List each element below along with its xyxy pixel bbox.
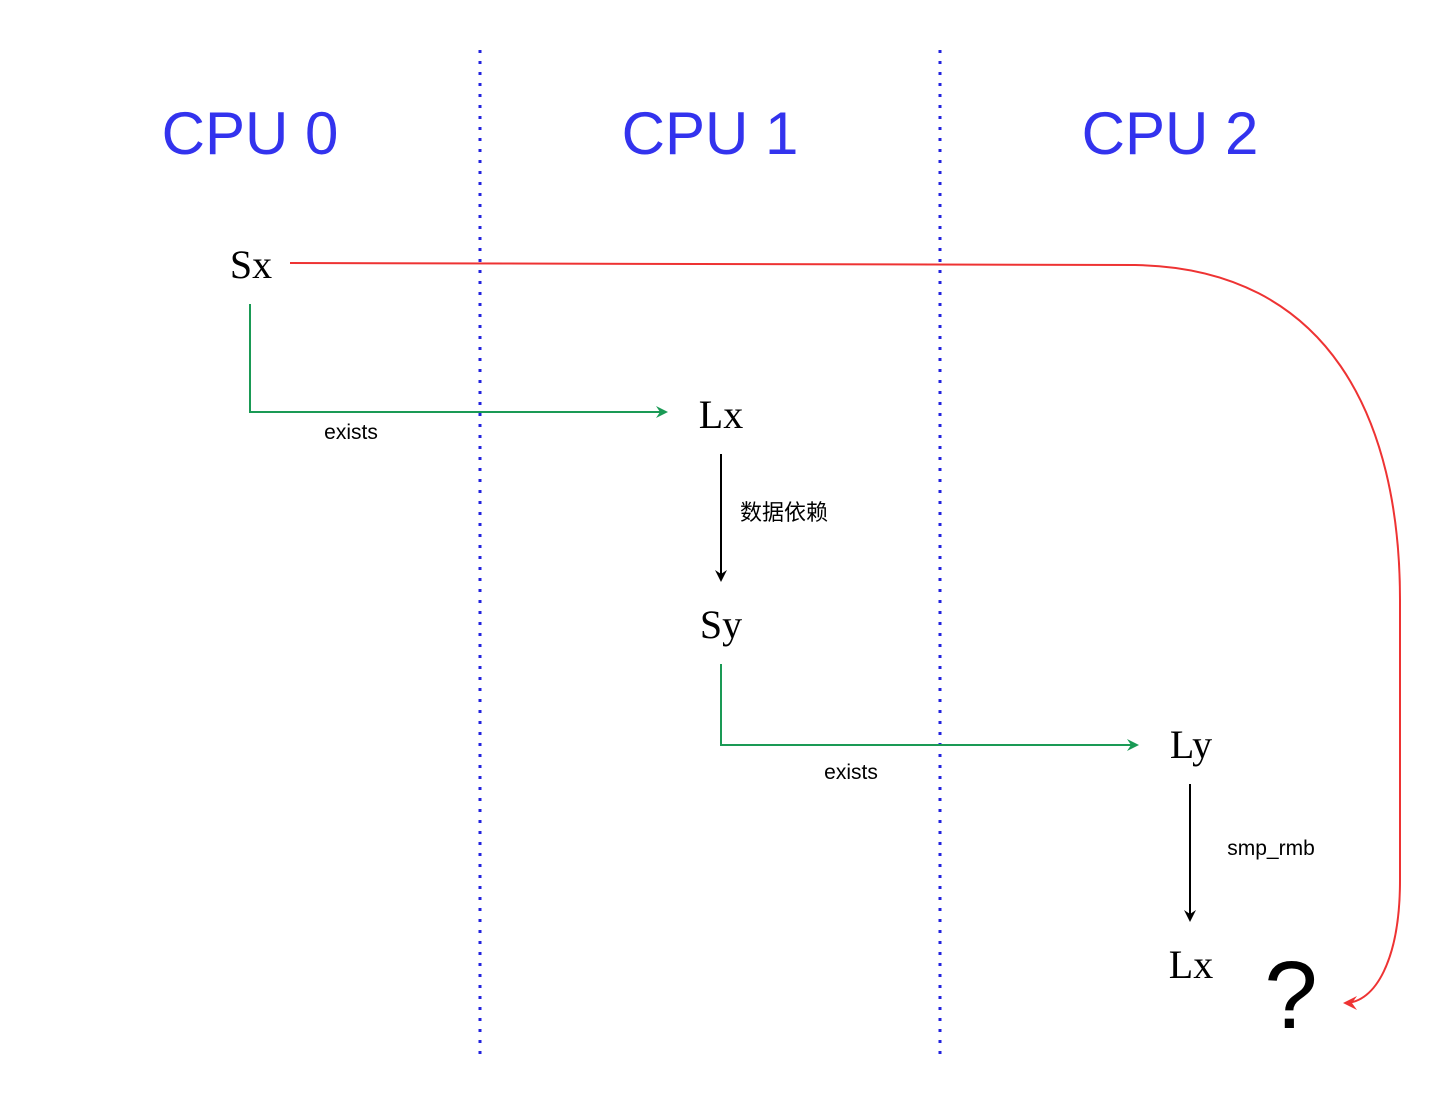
op-cpu0-store-x: Sx <box>230 242 272 287</box>
question-mark: ? <box>1264 942 1317 1049</box>
op-cpu1-load-x: Lx <box>699 392 743 437</box>
edge-label-data-dependency: 数据依赖 <box>740 501 828 526</box>
cpu-1-header: CPU 1 <box>622 100 799 167</box>
edge-observe-sx-question <box>289 262 1401 1010</box>
edge-exists-sy-ly <box>720 664 1139 751</box>
edge-label-smp-rmb: smp_rmb <box>1227 837 1315 860</box>
cpu-2-header: CPU 2 <box>1082 100 1259 167</box>
cpu-0-header: CPU 0 <box>162 100 339 167</box>
edge-label-exists-2: exists <box>824 761 878 784</box>
op-cpu2-load-x: Lx <box>1169 942 1213 987</box>
op-cpu1-store-y: Sy <box>700 602 742 647</box>
edge-exists-sx-lx <box>249 304 668 418</box>
edge-label-exists-1: exists <box>324 421 378 444</box>
op-cpu2-load-y: Ly <box>1170 722 1212 767</box>
